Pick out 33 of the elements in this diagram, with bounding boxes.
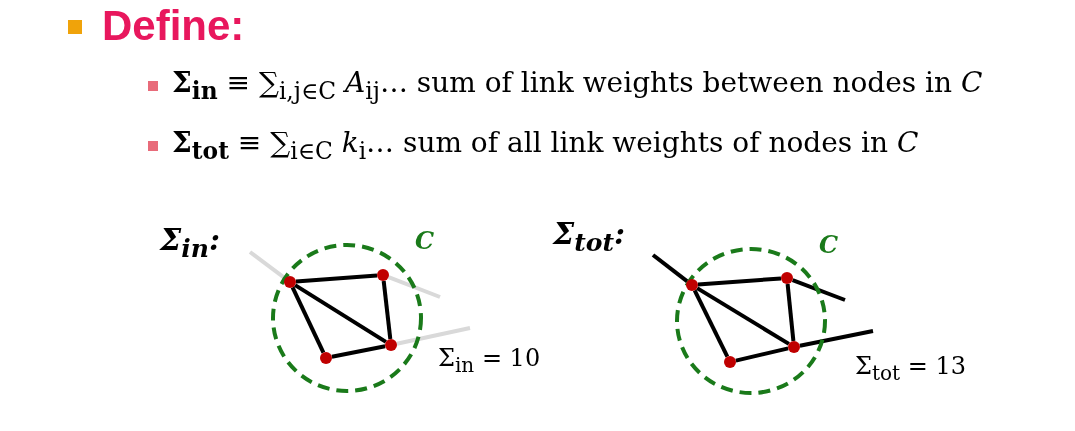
graph-node-dot xyxy=(788,341,800,353)
graph-edge xyxy=(651,253,689,283)
graph-node-dot xyxy=(385,339,397,351)
bullet-text: Σ$_{in}$ ≡ ∑$_{i,j∈C}$ A$_{ij}$… sum of link weights between nodes in C xyxy=(172,66,983,105)
graph-node-dot xyxy=(284,276,296,288)
graph-edge xyxy=(396,326,471,346)
graph-node-dot xyxy=(724,356,736,368)
graph-node-dot xyxy=(686,279,698,291)
graph-edge xyxy=(381,280,393,340)
graph-edge xyxy=(331,344,386,359)
graph-edge xyxy=(295,273,378,284)
bullet-text: Σ$_{tot}$ ≡ ∑$_{i∈C}$ k$_{i}$… sum of all link weights of nodes in C xyxy=(172,126,919,165)
title: Define: xyxy=(102,2,245,50)
graph-node-dot xyxy=(377,269,389,281)
graph-node-dot xyxy=(320,352,332,364)
group-label: C xyxy=(818,230,838,259)
group-label: C xyxy=(414,226,434,255)
graph-node-dot xyxy=(781,272,793,284)
graph-edge xyxy=(290,286,326,354)
graph-edge xyxy=(387,275,441,299)
graph-edge xyxy=(248,250,287,280)
graph-edge xyxy=(697,276,782,287)
graph-edge xyxy=(692,289,730,358)
heading-label: Σ$_{tot}$: xyxy=(553,216,626,257)
graph-edge xyxy=(785,283,796,342)
graph-edge xyxy=(735,346,789,363)
graph-edge xyxy=(294,283,387,344)
graph-edge xyxy=(791,278,846,302)
heading-label: Σ$_{in}$: xyxy=(160,222,220,263)
value-label: Σ$_{tot}$ = 13 xyxy=(855,352,966,385)
value-label: Σ$_{in}$ = 10 xyxy=(438,344,541,377)
graph-edge xyxy=(799,329,874,348)
graph-edge xyxy=(696,286,790,346)
